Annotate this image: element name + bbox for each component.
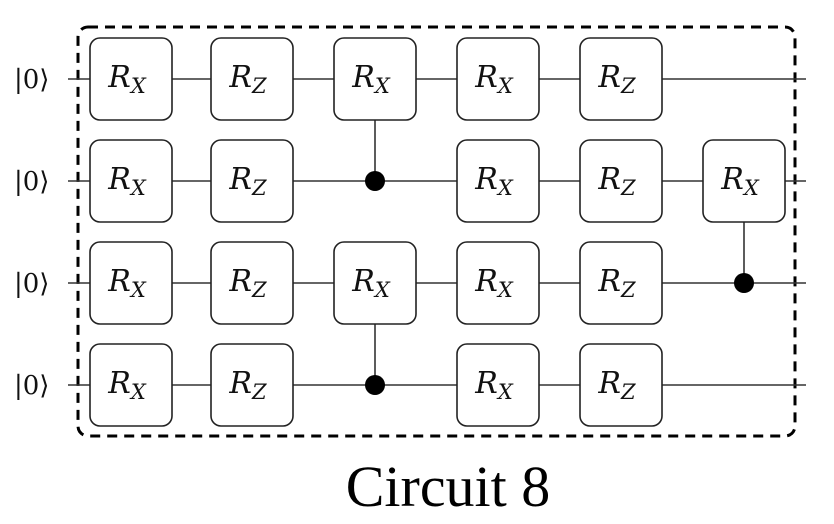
initial-state-ket: |0⟩: [14, 269, 49, 299]
gate-box: [456, 139, 540, 223]
gate-box: [89, 139, 173, 223]
gate-rx: RX: [702, 139, 786, 223]
gate-label: RZ: [228, 162, 267, 200]
gate-label: RX: [107, 264, 147, 302]
gate-label: RZ: [228, 366, 267, 404]
gate-rx: RX: [456, 343, 540, 427]
gate-rz: RZ: [579, 241, 663, 325]
gate-rx: RX: [333, 37, 417, 121]
gate-label: RX: [474, 162, 514, 200]
gate-box: [456, 343, 540, 427]
gate-box: [333, 37, 417, 121]
layer-frame: [76, 25, 797, 438]
gate-rx: RX: [456, 241, 540, 325]
gate-label: RX: [351, 60, 391, 98]
gate-label: RX: [474, 366, 514, 404]
gate-label: RX: [107, 162, 147, 200]
gates: RX RZ RX RX RZ RX RZ RX RZ RX RX RZ RX RX RZ RX RZ RX RZ: [89, 37, 786, 427]
gate-box: [702, 139, 786, 223]
gate-box: [333, 241, 417, 325]
gate-box: [579, 37, 663, 121]
gate-rx: RX: [456, 139, 540, 223]
controlled-connections: [365, 120, 754, 395]
gate-label: RX: [107, 60, 147, 98]
gate-rz: RZ: [210, 241, 294, 325]
gate-rx: RX: [89, 37, 173, 121]
gate-label: RZ: [597, 60, 636, 98]
gate-box: [210, 241, 294, 325]
gate-label: RX: [351, 264, 391, 302]
wires: [68, 78, 806, 386]
gate-rx: RX: [456, 37, 540, 121]
gate-box: [89, 241, 173, 325]
gate-rz: RZ: [579, 343, 663, 427]
gate-box: [456, 37, 540, 121]
gate-box: [210, 37, 294, 121]
gate-rx: RX: [89, 241, 173, 325]
gate-box: [579, 241, 663, 325]
gate-label: RZ: [597, 366, 636, 404]
gate-box: [210, 139, 294, 223]
gate-box: [210, 343, 294, 427]
gate-rz: RZ: [210, 37, 294, 121]
gate-rx: RX: [89, 139, 173, 223]
control-dot: [365, 171, 385, 191]
gate-label: RX: [474, 264, 514, 302]
gate-rz: RZ: [579, 139, 663, 223]
gate-label: RZ: [597, 162, 636, 200]
gate-rx: RX: [333, 241, 417, 325]
initial-state-ket: |0⟩: [14, 167, 49, 197]
gate-box: [456, 241, 540, 325]
gate-rz: RZ: [210, 343, 294, 427]
circuit-caption: Circuit 8: [346, 454, 551, 519]
gate-box: [89, 343, 173, 427]
gate-label: RZ: [597, 264, 636, 302]
initial-state-ket: |0⟩: [14, 65, 49, 95]
gate-rz: RZ: [579, 37, 663, 121]
gate-label: RZ: [228, 60, 267, 98]
gate-label: RZ: [228, 264, 267, 302]
initial-states: |0⟩ |0⟩ |0⟩ |0⟩: [14, 65, 49, 401]
gate-box: [579, 343, 663, 427]
gate-label: RX: [107, 366, 147, 404]
gate-rz: RZ: [210, 139, 294, 223]
gate-label: RX: [720, 162, 760, 200]
control-dot: [734, 273, 754, 293]
gate-box: [579, 139, 663, 223]
control-dot: [365, 375, 385, 395]
initial-state-ket: |0⟩: [14, 371, 49, 401]
gate-box: [89, 37, 173, 121]
gate-label: RX: [474, 60, 514, 98]
gate-rx: RX: [89, 343, 173, 427]
